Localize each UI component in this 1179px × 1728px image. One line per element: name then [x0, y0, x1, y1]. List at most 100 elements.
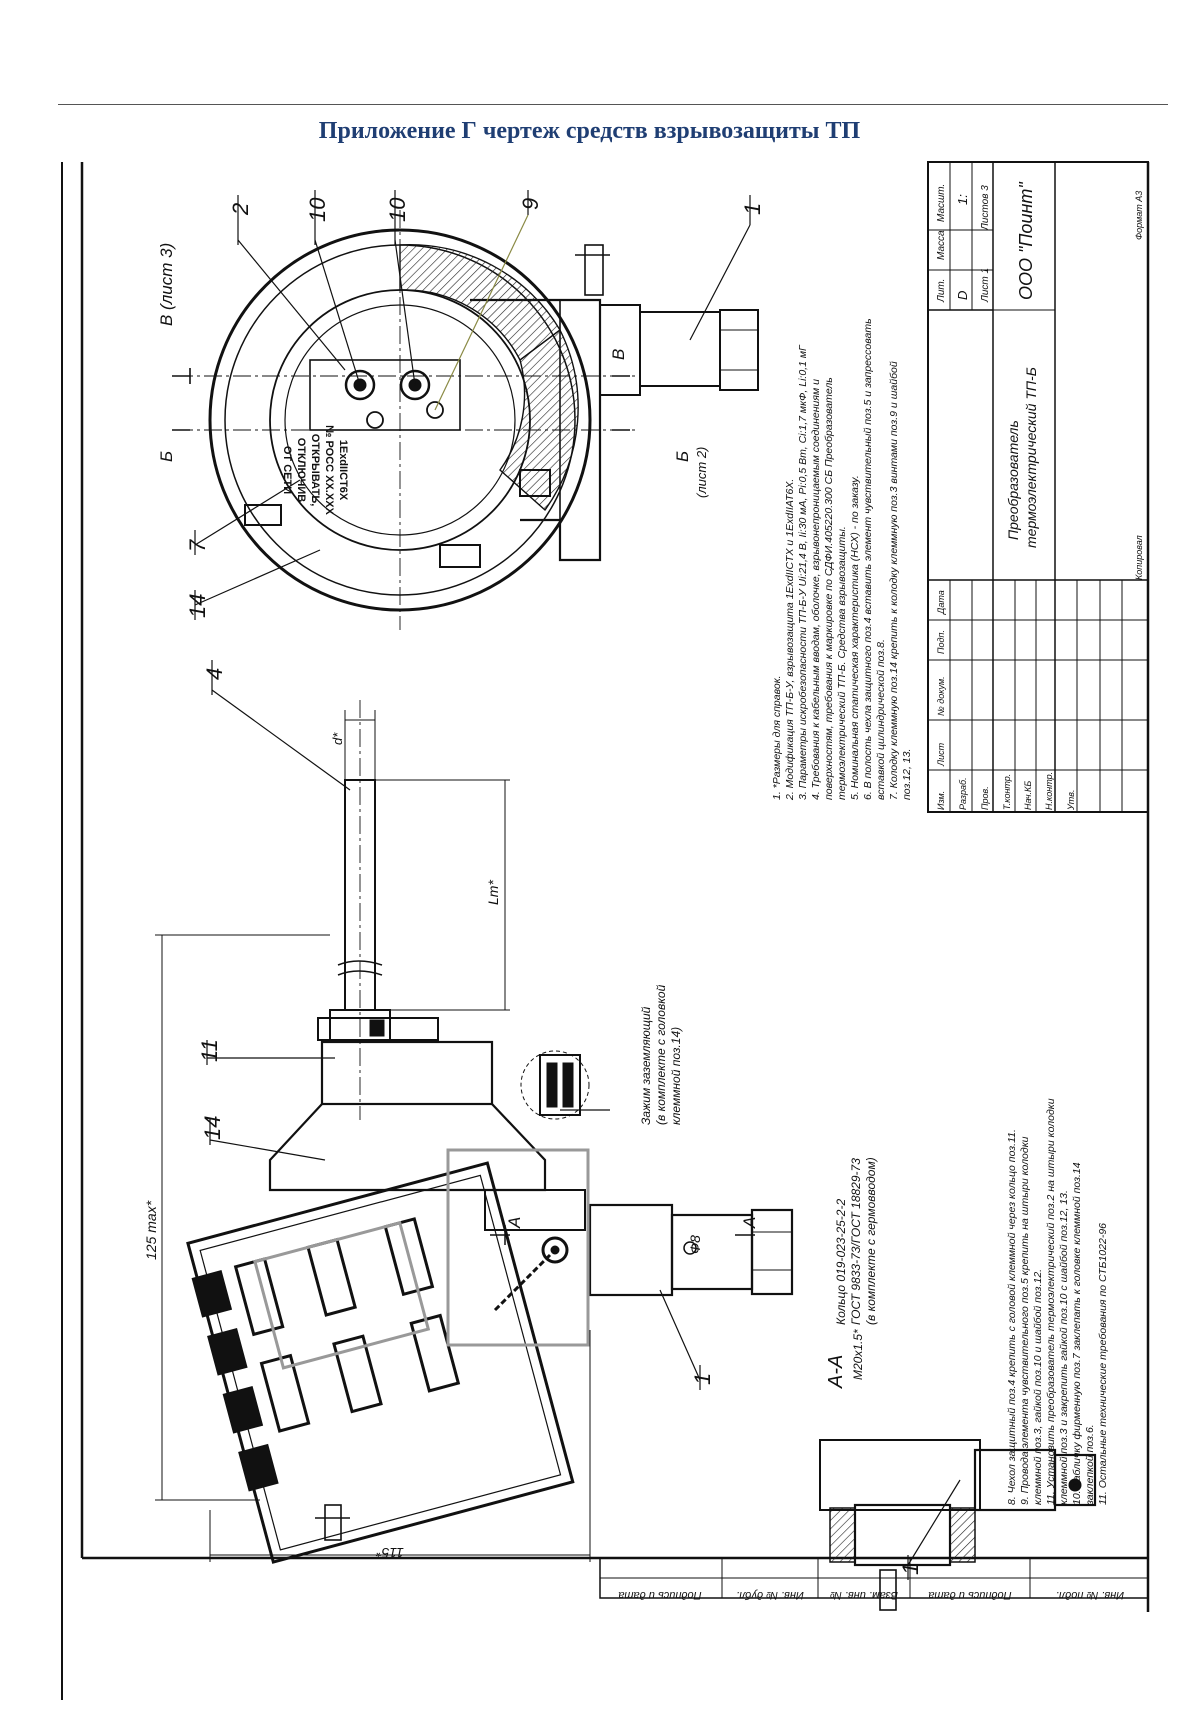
tb-label: Масса	[936, 230, 947, 260]
note-line: 11. Установить преобразователь термоэлек…	[1045, 1098, 1057, 1505]
note-line: поз.12, 13.	[901, 749, 913, 800]
note-line: 7. Колодку клеммную поз.14 крепить к кол…	[888, 361, 900, 800]
note-line: термоэлектрический ТП-Б. Средства взрыво…	[836, 526, 848, 800]
callout-14: 14	[185, 594, 210, 618]
dimension-thread: M20x1.5*	[851, 1329, 865, 1380]
section-a-a	[819, 1439, 1097, 1611]
title-block	[927, 161, 1149, 813]
notes-top: 1. *Размеры для справок. 2. Модификация …	[771, 318, 913, 801]
stamp-line: ОТ СЕТИ	[281, 446, 293, 494]
callout-2: 2	[228, 203, 253, 216]
tb-label: Копировал	[1134, 535, 1144, 580]
tb-label: Нач.КБ	[1023, 781, 1033, 810]
section-marks-top	[172, 368, 630, 431]
note-line: 3. Параметры искробезопасности ТП-Б-У Ui…	[797, 344, 809, 800]
stamp-line: ОТКРЫВАТЬ,	[309, 434, 321, 507]
section-mark-b2: Б	[157, 451, 176, 462]
annotation-line: клеммной поз.14)	[669, 1027, 683, 1125]
tb-label: Т.контр.	[1002, 774, 1012, 810]
tb-label: Лист	[936, 742, 946, 767]
note-line: клеммной поз.3 и закрепить гайкой поз.10…	[1058, 1190, 1070, 1505]
note-line: 4. Требования к кабельным вводам, оболоч…	[810, 379, 822, 800]
dimension-d: d*	[330, 732, 345, 745]
callout-11: 11	[197, 1039, 222, 1062]
callout-10: 10	[305, 197, 330, 222]
tb-org: ООО "Поинт"	[1016, 181, 1036, 300]
annotation-line: Кольцо 019-023-25-2-2	[834, 1199, 848, 1325]
section-mark-b: В	[609, 349, 628, 360]
dimension-phi: Ф8	[687, 1235, 703, 1254]
tb-label: Масшт.	[936, 184, 947, 222]
tb-label: Пров.	[980, 786, 990, 810]
stamp-line: ОТКЛЮЧИВ	[295, 438, 307, 503]
callout-leaders-side	[206, 660, 961, 1580]
callout-4: 4	[202, 668, 227, 680]
note-line: клеммной поз.3, гайкой поз.10 и шайбой п…	[1032, 1269, 1044, 1505]
note-line: 1. *Размеры для справок.	[771, 675, 783, 800]
callout-10: 10	[385, 197, 410, 222]
side-strip-label: Подпись и дата	[928, 1589, 1011, 1601]
ground-annotation: Зажим заземляющий (в комплекте с головко…	[639, 984, 683, 1125]
dimension-125: 125 max*	[143, 1200, 159, 1260]
tb-value: 1:	[955, 194, 970, 205]
drawing-frame	[61, 162, 1150, 1700]
section-mark-b2: Б	[673, 451, 692, 462]
head-top-view	[175, 210, 759, 630]
section-mark-a: А	[505, 1217, 524, 1229]
side-strip-label: Инв. № подл.	[1056, 1589, 1124, 1601]
tb-label: Лит.	[936, 279, 947, 303]
note-line: 11. Остальные технические требования по …	[1097, 1223, 1109, 1505]
stamp-line: 1ЕхdIICT6X	[337, 440, 349, 501]
callout-7: 7	[185, 539, 210, 552]
note-line: 10. Табличку фирменную поз.7 заклепать к…	[1071, 1162, 1083, 1505]
note-line: 2. Модификация ТП-Б-У, взрывозащита 1Exd…	[784, 479, 796, 801]
head-stamp: 1ЕхdIICT6X № РОСС ХХ.ХХХ ОТКРЫВАТЬ, ОТКЛ…	[281, 425, 349, 515]
title-block-text: Преобразователь термоэлектрический ТП-Б …	[936, 181, 1144, 811]
side-strip-label: Подпись и дата	[618, 1589, 701, 1601]
note-line: вставкой цилиндрической поз.8.	[875, 639, 887, 800]
tb-label: Изм.	[936, 791, 946, 810]
section-mark-b2-sheet: (лист 2)	[694, 447, 709, 498]
note-line: поверхностям, требования к маркировке по…	[823, 377, 835, 800]
tb-label: Утв.	[1066, 790, 1076, 811]
tb-label: № докум.	[936, 676, 946, 716]
tb-label: Формат A3	[1134, 191, 1144, 240]
dimension-115: 115*	[376, 1545, 404, 1561]
side-strip	[599, 1557, 1149, 1599]
top-rule	[58, 104, 1168, 105]
stamp-line: № РОСС ХХ.ХХХ	[323, 425, 335, 515]
annotation-line: (в комплекте с головкой	[654, 984, 668, 1125]
sensor-side-view	[155, 700, 794, 1564]
note-line: 6. В полость чехла защитного поз.4 встав…	[862, 318, 874, 800]
tb-label: Дата	[936, 590, 946, 615]
section-mark-b: В (лист 3)	[157, 243, 176, 326]
tb-label: Н.контр.	[1044, 772, 1054, 810]
annotation-line: Зажим заземляющий	[639, 1006, 653, 1125]
note-line: заклепкой поз.6.	[1084, 1424, 1096, 1506]
callout-1: 1	[690, 1373, 715, 1385]
tb-label: Листов 3	[980, 185, 991, 231]
callout-14: 14	[200, 1116, 225, 1140]
technical-drawing: Подпись и дата Инв. № дубл. Взам. инв. №…	[61, 161, 1150, 1700]
page-title: Приложение Г чертеж средств взрывозащиты…	[318, 118, 861, 144]
tb-label: Лист 1	[980, 268, 991, 303]
side-strip-label: Инв. № дубл.	[736, 1589, 804, 1601]
tb-label: Подп.	[936, 630, 946, 654]
callout-9: 9	[518, 198, 543, 210]
annotation-line: (в комплекте с гермовводом)	[864, 1157, 878, 1325]
side-strip-labels: Подпись и дата Инв. № дубл. Взам. инв. №…	[618, 1589, 1124, 1601]
ring-annotation: Кольцо 019-023-25-2-2 ГОСТ 9833-73/ГОСТ …	[834, 1157, 878, 1325]
section-aa-title: А-А	[825, 1355, 847, 1389]
dimension-lm: Lm*	[485, 880, 501, 905]
callout-leaders-top	[194, 190, 751, 620]
product-name: термоэлектрический ТП-Б	[1023, 367, 1039, 548]
product-name: Преобразователь	[1005, 420, 1021, 540]
note-line: 9. Провода элемента чувствительного поз.…	[1019, 1136, 1031, 1505]
note-line: 8. Чехол защитный поз.4 крепить с голово…	[1006, 1129, 1018, 1505]
note-line: 5. Номинальная статическая характеристик…	[849, 475, 861, 800]
callout-1: 1	[740, 203, 765, 215]
tb-value: D	[955, 291, 970, 300]
annotation-line: ГОСТ 9833-73/ГОСТ 18829-73	[849, 1158, 863, 1325]
tb-label: Разраб.	[958, 777, 968, 810]
side-strip-label: Взам. инв. №	[830, 1589, 898, 1601]
